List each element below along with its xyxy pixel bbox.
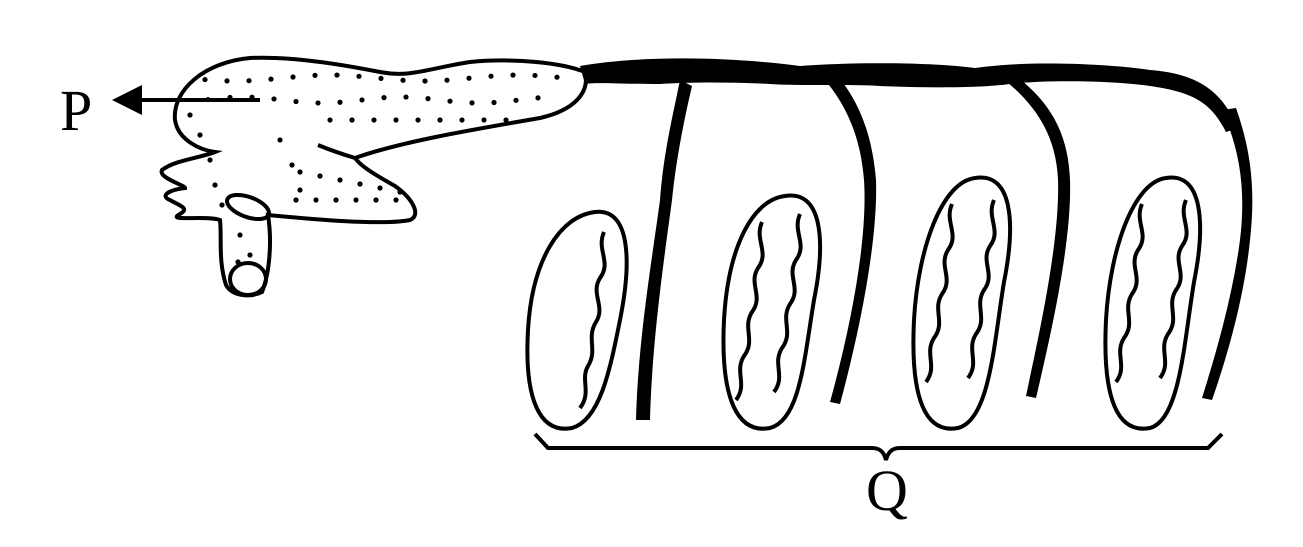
stipple-dot	[289, 162, 295, 168]
stipple-dot	[187, 112, 193, 118]
stipple-dot	[481, 117, 487, 123]
stipple-dot	[212, 182, 218, 188]
stipple-dot	[381, 95, 387, 101]
arrow-to-p	[112, 85, 260, 115]
stipple-dot	[444, 77, 450, 83]
stipple-dot	[491, 99, 497, 106]
stipple-dot	[554, 74, 560, 80]
stipple-dot	[349, 117, 355, 123]
stipple-dot	[535, 95, 541, 101]
stipple-dot	[293, 197, 299, 203]
stipple-dot	[393, 197, 399, 203]
stipple-dot	[317, 173, 323, 179]
stipple-dot	[400, 77, 406, 83]
stipple-dot	[459, 117, 465, 123]
stipple-dot	[437, 117, 443, 123]
stipple-dot	[425, 96, 431, 102]
dotted-structure	[159, 55, 588, 298]
stipple-dot	[333, 197, 339, 203]
stipple-dot	[469, 100, 475, 106]
black-branching-structure	[580, 58, 1253, 420]
brace-q	[533, 432, 1224, 461]
label-q: Q	[866, 458, 908, 523]
stipple-dot	[371, 117, 377, 123]
stipple-dot	[378, 75, 384, 81]
stipple-dot	[356, 73, 362, 79]
stipple-dot	[237, 232, 243, 238]
stipple-dot	[532, 72, 538, 79]
stipple-dot	[290, 74, 296, 80]
stipple-dot	[373, 197, 379, 203]
stipple-dot	[403, 94, 409, 100]
stipple-dot	[503, 117, 509, 123]
stipple-dot	[293, 98, 299, 105]
stipple-dot	[513, 97, 519, 103]
stipple-dot	[313, 197, 319, 203]
stipple-dot	[315, 100, 321, 106]
stipple-dot	[224, 78, 230, 84]
stipple-dot	[219, 202, 225, 208]
stipple-dot	[377, 185, 383, 191]
stipple-dots	[187, 72, 560, 265]
stipple-dot	[337, 99, 343, 105]
stipple-dot	[466, 75, 472, 81]
stipple-dot	[202, 76, 208, 83]
stipple-dot	[227, 94, 233, 101]
stipple-dot	[488, 73, 494, 79]
stipple-dot	[297, 187, 303, 193]
stipple-dot	[510, 72, 516, 78]
stipple-dot	[447, 98, 453, 104]
oval-structure-2	[721, 193, 823, 431]
oval-structure-4	[1103, 175, 1203, 431]
label-p: P	[60, 78, 92, 143]
oval-structure-3	[911, 175, 1013, 431]
stipple-dot	[334, 72, 340, 78]
stipple-dot	[357, 181, 363, 187]
stipple-dot	[297, 169, 303, 175]
stipple-dot	[312, 72, 318, 78]
stipple-dot	[207, 157, 213, 163]
stipple-dot	[268, 76, 274, 82]
stipple-dot	[271, 96, 277, 102]
stipple-dot	[397, 189, 403, 195]
stipple-dot	[422, 78, 428, 84]
stipple-dot	[353, 197, 359, 203]
stipple-dot	[249, 94, 255, 100]
stipple-dot	[247, 252, 253, 258]
stipple-dot	[337, 177, 343, 183]
oval-structure-1	[525, 209, 629, 431]
stipple-dot	[359, 97, 365, 103]
stipple-dot	[277, 137, 283, 143]
stipple-dot	[235, 259, 241, 265]
stipple-dot	[246, 78, 252, 84]
stipple-dot	[205, 96, 211, 103]
stipple-dot	[327, 117, 333, 123]
stipple-dot	[393, 117, 399, 123]
stipple-dot	[197, 132, 203, 138]
stipple-dot	[415, 117, 421, 123]
